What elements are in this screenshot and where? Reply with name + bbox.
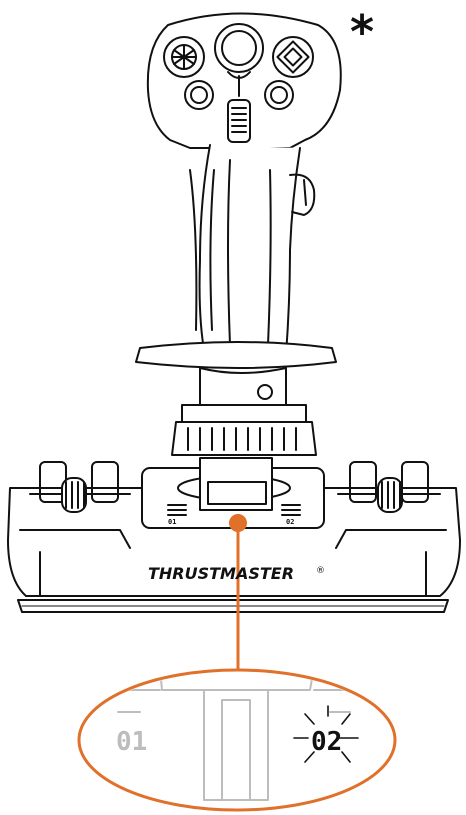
center-thumbstick	[214, 23, 264, 97]
asterisk-marker: *	[350, 5, 374, 59]
joystick-head	[146, 12, 342, 149]
right-hat-switch	[272, 36, 314, 78]
head-buttons	[184, 80, 294, 110]
right-rocker-switches	[337, 461, 441, 513]
registered-mark: ®	[316, 566, 325, 576]
zoom-mode-label-02: 02	[311, 727, 342, 757]
left-hat-switch	[163, 36, 205, 78]
active-mode-glow	[293, 705, 359, 763]
scroll-wheel	[227, 99, 251, 143]
left-rocker-switches	[29, 461, 131, 513]
base-mode-label-02: 02	[286, 518, 294, 526]
base-mode-label-01: 01	[168, 518, 176, 526]
joystick-base	[7, 457, 461, 613]
zoom-mode-label-01: 01	[116, 727, 147, 757]
grip-collar	[135, 341, 337, 456]
brand-logo: THRUSTMASTER	[148, 564, 294, 583]
joystick-grip	[189, 144, 316, 356]
